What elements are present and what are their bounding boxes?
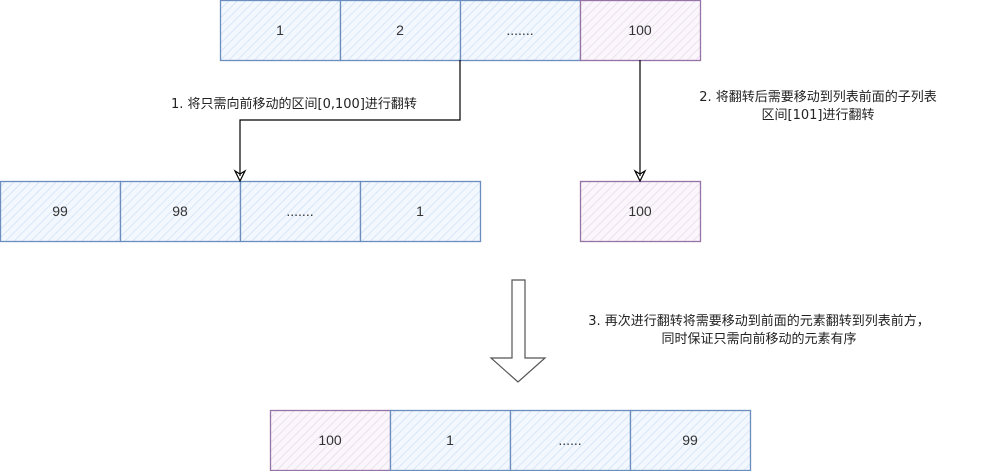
array-cell xyxy=(0,180,122,243)
array-cell xyxy=(339,0,462,62)
array-cell xyxy=(269,409,392,471)
original-list: 1 2....... 100 xyxy=(219,0,702,62)
array-cell-value: 1 xyxy=(416,203,424,219)
array-cell xyxy=(579,180,702,243)
step1-label: 1. 将只需向前移动的区间[0,100]进行翻转 xyxy=(171,97,417,112)
array-cell-value: ...... xyxy=(558,432,581,448)
step2-label-line1: 2. 将翻转后需要移动到列表前面的子列表 xyxy=(699,90,937,105)
array-cell-value: 2 xyxy=(396,22,404,38)
down-arrow-icon xyxy=(489,279,547,383)
step3-label: 3. 再次进行翻转将需要移动到前面的元素翻转到列表前方， 同时保证只需向前移动的… xyxy=(549,313,969,349)
final-list: 100 1...... 99 xyxy=(269,409,752,471)
array-cell-value: 98 xyxy=(172,203,188,219)
array-cell xyxy=(579,0,702,62)
step2-label: 2. 将翻转后需要移动到列表前面的子列表 区间[101]进行翻转 xyxy=(668,89,968,125)
array-cell xyxy=(219,0,342,62)
array-cell-value: 99 xyxy=(682,432,698,448)
step2-label-line2: 区间[101]进行翻转 xyxy=(761,108,875,123)
array-cell-value: 1 xyxy=(446,432,454,448)
array-cell-value: 100 xyxy=(628,22,652,38)
step3-label-line2: 同时保证只需向前移动的元素有序 xyxy=(661,332,857,347)
array-cell-value: 1 xyxy=(276,22,284,38)
array-cell xyxy=(239,180,362,243)
step2-arrowhead-icon xyxy=(633,169,647,183)
array-cell-value: 99 xyxy=(52,203,68,219)
step1-arrowhead-icon xyxy=(233,169,247,183)
reversed-front-list: 99 98....... 1 xyxy=(0,180,482,243)
array-cell xyxy=(119,180,242,243)
array-cell-value: 100 xyxy=(628,203,652,219)
array-cell-value: ....... xyxy=(506,22,533,38)
array-cell xyxy=(509,409,632,471)
reversed-move-list: 100 xyxy=(579,180,702,243)
array-cell xyxy=(459,0,582,62)
array-cell xyxy=(359,180,482,243)
step1-connector xyxy=(239,60,461,176)
array-cell-value: 100 xyxy=(318,432,342,448)
step3-label-line1: 3. 再次进行翻转将需要移动到前面的元素翻转到列表前方， xyxy=(588,314,930,329)
array-cell-value: ....... xyxy=(286,203,313,219)
